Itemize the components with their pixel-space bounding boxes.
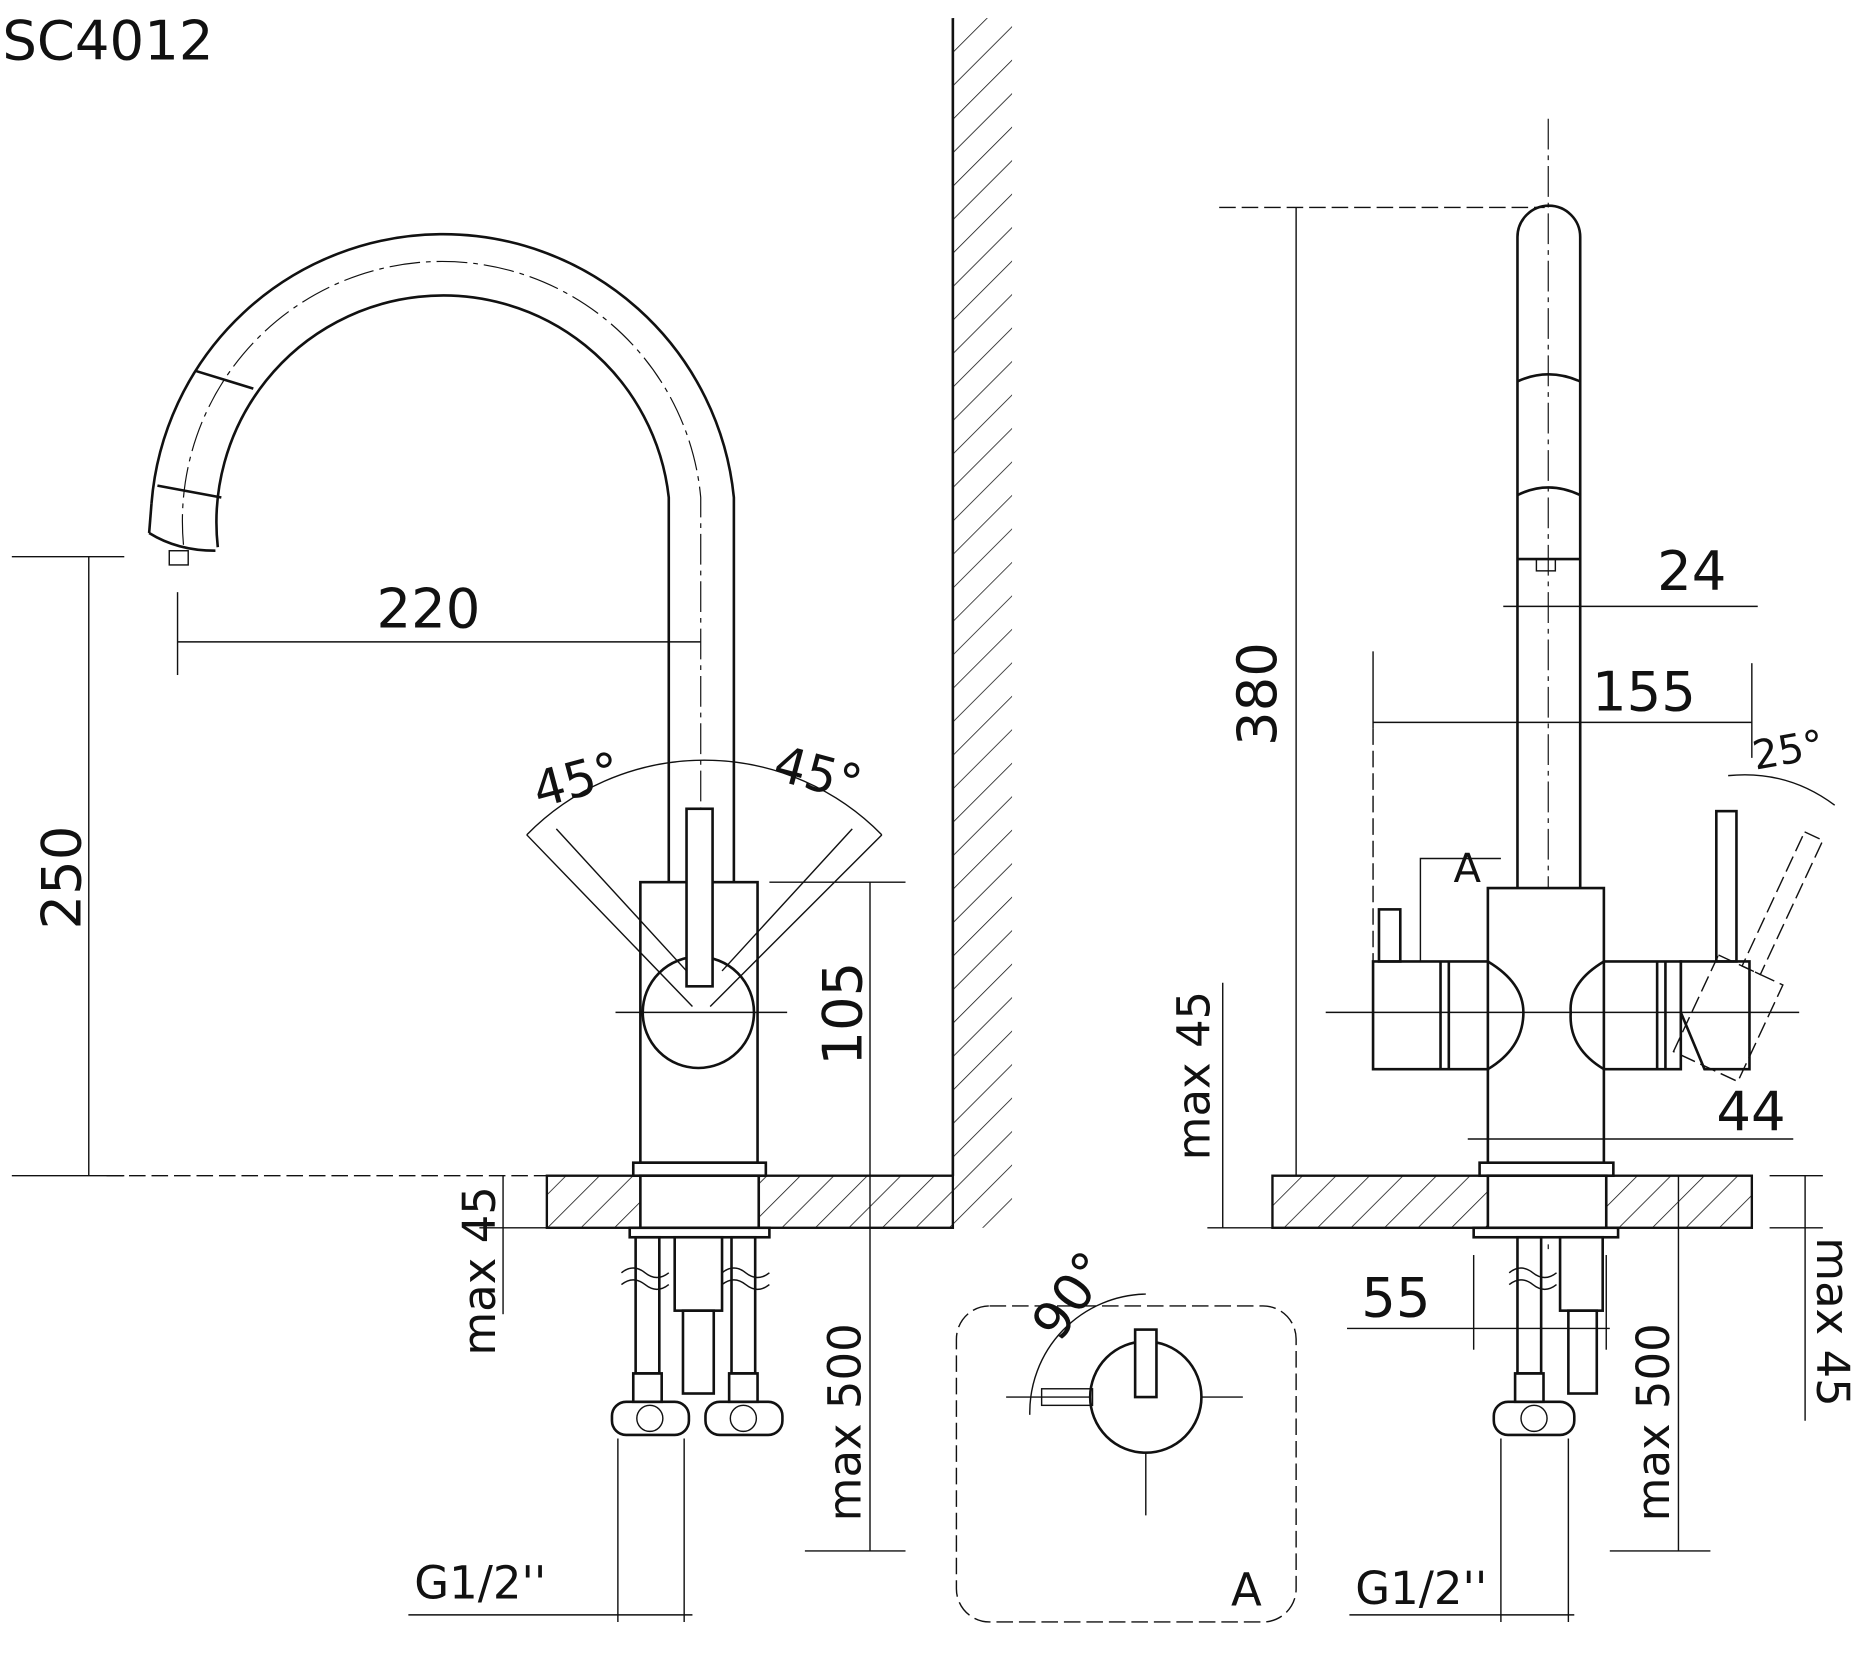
lever-cold: [1377, 908, 1402, 963]
dim-angle-right: 45°: [768, 734, 868, 813]
hose-connector-right: [704, 1400, 784, 1437]
lever-side: [1715, 809, 1738, 963]
side-detail-label: A: [1454, 846, 1482, 892]
front-view: 220 45° 45° 250 105 max 45 max 500 G1/2'…: [11, 18, 1013, 1622]
body-side: [1486, 886, 1606, 1168]
side-view: 380 24 155 25° A 44 max 45 55 max 500 ma…: [1168, 118, 1856, 1622]
dim-width: 155: [1592, 660, 1696, 724]
detail-a: 90° A: [955, 1241, 1297, 1623]
lever-front: [685, 807, 714, 988]
dim-body-diameter: 44: [1716, 1080, 1785, 1144]
dim-max-hose-side: max 500: [1627, 1323, 1680, 1521]
dim-lever-angle: 25°: [1749, 722, 1827, 780]
dim-height: 250: [29, 826, 93, 930]
dim-max-thickness-side-right: max 45: [1806, 1237, 1856, 1407]
hose-connector-left: [610, 1400, 691, 1437]
dim-max-hose-front: max 500: [819, 1323, 872, 1521]
dim-max-thickness-front: max 45: [453, 1186, 506, 1356]
wall-hatch: [952, 18, 1013, 1228]
dim-thread-side: G1/2'': [1355, 1562, 1487, 1615]
dim-body-height: 105: [811, 962, 875, 1066]
model-title: SC4012: [2, 9, 213, 73]
spout-front: [150, 232, 736, 883]
detail-rotation: 90°: [1021, 1241, 1123, 1351]
dim-max-thickness-side-left: max 45: [1168, 991, 1221, 1160]
dim-thread-front: G1/2'': [414, 1556, 546, 1609]
dim-total-height: 380: [1225, 642, 1289, 746]
hose-connector-side: [1492, 1400, 1576, 1437]
dim-base-diameter: 55: [1361, 1266, 1430, 1330]
dim-reach: 220: [377, 577, 481, 641]
dim-tube-diameter: 24: [1657, 539, 1726, 603]
dim-angle-left: 45°: [527, 741, 627, 820]
detail-label: A: [1231, 1563, 1262, 1616]
